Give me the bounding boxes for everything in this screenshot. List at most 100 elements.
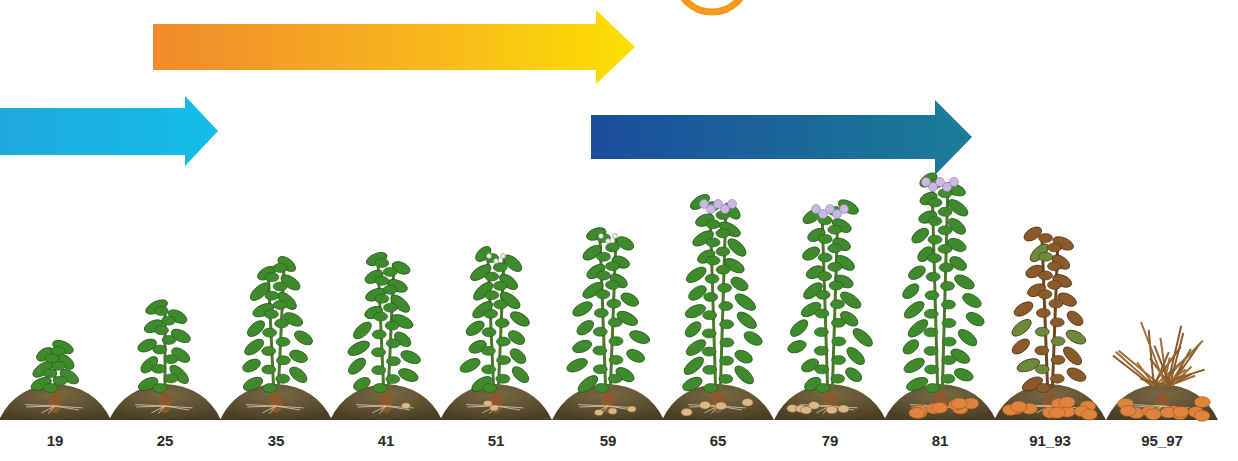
tuber <box>1120 405 1136 416</box>
leaf <box>733 348 754 366</box>
leaf <box>732 291 758 314</box>
leaf <box>53 376 67 385</box>
leaf <box>702 347 716 356</box>
leaf <box>493 263 507 272</box>
dead-haulm <box>1162 369 1186 386</box>
leaf <box>386 339 400 348</box>
tuber <box>1081 409 1097 420</box>
leaf <box>1009 316 1034 339</box>
leaf <box>346 355 369 377</box>
leaf <box>1012 299 1036 319</box>
leaf <box>496 374 510 383</box>
leaf <box>153 384 167 393</box>
leaf <box>44 384 58 393</box>
leaf <box>681 354 706 378</box>
stage-code: 25 <box>157 432 174 449</box>
leaf <box>703 311 717 320</box>
leaf <box>596 290 610 299</box>
leaf <box>241 357 263 375</box>
leaf <box>397 366 420 384</box>
leaf <box>609 355 623 364</box>
tuber <box>1059 397 1075 408</box>
leaf <box>942 319 956 328</box>
leaf <box>275 319 289 328</box>
leaf <box>1050 318 1064 327</box>
leaf <box>265 291 279 300</box>
tuber <box>1194 410 1210 421</box>
flower <box>613 234 618 239</box>
leaf <box>508 309 532 329</box>
tuber <box>699 401 710 409</box>
orange-ring <box>676 0 748 12</box>
leaf <box>830 300 844 309</box>
leaf <box>287 364 310 385</box>
leaf <box>1035 327 1049 336</box>
leaf <box>273 300 287 309</box>
leaf <box>144 297 170 317</box>
leaf <box>717 219 743 240</box>
leaf <box>829 281 843 290</box>
leaf <box>938 226 952 235</box>
tuber <box>608 408 617 414</box>
leaf <box>928 198 942 207</box>
leaf <box>383 285 397 294</box>
leaf <box>154 307 168 316</box>
leaf <box>485 272 499 281</box>
tuber <box>1194 397 1210 408</box>
leaf <box>575 372 600 395</box>
leaf <box>832 356 846 365</box>
leaf <box>941 374 955 383</box>
leaf <box>383 303 397 312</box>
leaf <box>828 244 842 253</box>
leaf <box>815 309 829 318</box>
flower <box>599 234 604 239</box>
stage-code: 81 <box>932 432 949 449</box>
leaf <box>484 309 498 318</box>
leaf <box>720 338 734 347</box>
soil-mound <box>884 384 996 420</box>
root <box>496 406 520 410</box>
flower <box>606 239 611 244</box>
leaf <box>1051 337 1065 346</box>
potato-plant <box>884 170 996 420</box>
leaf <box>681 374 705 393</box>
leaf <box>831 318 845 327</box>
leaf <box>625 347 647 365</box>
root <box>165 406 189 410</box>
leaf <box>844 344 867 367</box>
leaf <box>241 375 265 394</box>
leaf <box>374 312 388 321</box>
leaf <box>942 337 956 346</box>
leaf <box>482 328 496 337</box>
flower <box>501 254 506 259</box>
leaf <box>485 291 499 300</box>
seed-tuber <box>158 391 172 413</box>
leaf <box>1065 365 1088 384</box>
leaf <box>926 272 940 281</box>
tuber <box>594 409 603 415</box>
potato-plant <box>1106 322 1218 421</box>
leaf <box>628 328 652 346</box>
leaf <box>800 244 822 263</box>
soil-mound <box>220 384 332 420</box>
leaf <box>729 274 751 293</box>
leaf <box>1035 346 1049 355</box>
root <box>262 406 276 413</box>
leaf <box>608 374 622 383</box>
leaf <box>153 345 167 354</box>
leaf <box>597 271 611 280</box>
leaf <box>509 364 531 386</box>
soil-mound <box>440 384 552 420</box>
tuber <box>1145 409 1161 420</box>
leaf <box>828 225 842 234</box>
leaf <box>351 319 375 342</box>
leaf <box>594 384 608 393</box>
stage-code: 51 <box>488 432 505 449</box>
leaf <box>900 281 922 302</box>
leaf <box>716 229 730 238</box>
light-blue-arrow <box>0 96 218 166</box>
soil-mound <box>330 384 442 420</box>
leaf <box>371 348 385 357</box>
leaf <box>814 328 828 337</box>
leaf <box>464 318 487 338</box>
